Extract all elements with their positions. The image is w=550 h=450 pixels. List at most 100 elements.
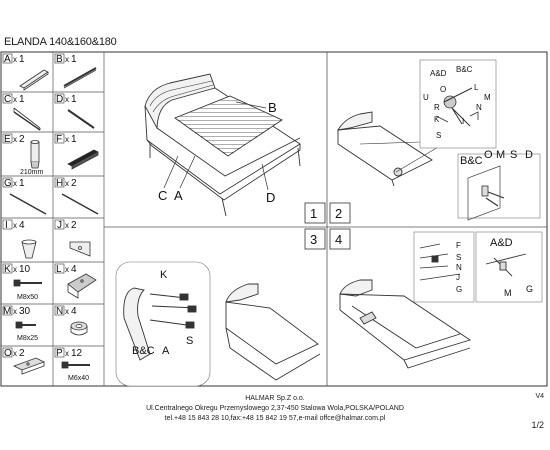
part-drawings: 210mm M8x50 M8x25 M6x40 xyxy=(9,67,99,382)
part-a-letter: A xyxy=(4,54,11,65)
label-s-2: S xyxy=(510,149,517,161)
part-f-drawing xyxy=(67,149,99,170)
label-m-2: M xyxy=(496,149,505,161)
label-m: M xyxy=(484,93,491,102)
svg-text:x: x xyxy=(13,135,17,144)
part-a-drawing xyxy=(19,69,49,91)
version-label: V4 xyxy=(535,393,544,400)
svg-text:x: x xyxy=(13,221,17,230)
label-o-2: O xyxy=(484,149,493,161)
svg-text:x: x xyxy=(65,135,69,144)
step-panel-dividers xyxy=(104,52,547,386)
label-k: K xyxy=(434,115,440,124)
part-d-letter: D xyxy=(56,94,63,105)
part-o-qty: 2 xyxy=(19,348,25,359)
label-j-4: J xyxy=(456,273,460,282)
company-name: HALMAR Sp.Z o.o. xyxy=(245,395,305,402)
part-b-qty: 1 xyxy=(71,54,77,65)
part-e-qty: 2 xyxy=(19,134,25,145)
step-numbers: 1 2 3 4 xyxy=(304,202,351,250)
label-s: S xyxy=(436,131,441,140)
part-o-letter: O xyxy=(4,348,12,359)
part-i-drawing xyxy=(21,239,37,259)
part-f-letter: F xyxy=(56,134,62,145)
svg-text:x: x xyxy=(13,307,17,316)
step-4-detail xyxy=(339,231,543,369)
part-c-drawing xyxy=(13,107,41,131)
part-m-letter: M xyxy=(3,306,11,317)
label-s-4: S xyxy=(456,253,461,262)
part-b-drawing xyxy=(63,67,97,89)
part-a-qty: 1 xyxy=(19,54,25,65)
step-2-bottom-detail xyxy=(457,153,541,221)
part-m-bolt-drawing xyxy=(15,321,36,329)
label-b-and-c-3: B&C xyxy=(132,345,155,357)
part-j-drawing xyxy=(69,241,91,257)
company-footer: HALMAR Sp.Z o.o. Ul.Centralnego Okregu P… xyxy=(0,394,550,424)
svg-text:x: x xyxy=(65,265,69,274)
step-2-bottom-labels: B&C O M S D xyxy=(460,149,533,167)
part-h-letter: H xyxy=(56,178,63,189)
callout-d: D xyxy=(266,190,275,205)
part-e-drawing xyxy=(30,140,40,169)
document-title: ELANDA 140&160&180 xyxy=(4,36,117,48)
label-a-and-d-4: A&D xyxy=(490,237,513,249)
step-3-number: 3 xyxy=(310,232,317,247)
company-address: Ul.Centralnego Okregu Przemyslowego 2,37… xyxy=(146,405,404,412)
part-k-bolt-drawing xyxy=(13,279,42,287)
label-s-3: S xyxy=(186,335,193,347)
part-c-letter: C xyxy=(4,94,11,105)
part-i-letter: I xyxy=(5,220,8,231)
part-l-drawing xyxy=(67,273,97,299)
sheet-border xyxy=(0,51,548,387)
part-d-drawing xyxy=(67,109,95,129)
label-m-4: M xyxy=(504,288,512,298)
step-4-labels: F S N J G A&D M G xyxy=(456,237,533,298)
company-contact: tel.+48 15 843 28 10,fax:+48 15 842 19 5… xyxy=(164,415,386,422)
label-a-3: A xyxy=(162,345,170,357)
label-l: L xyxy=(474,83,479,92)
label-a-and-d: A&D xyxy=(430,69,447,78)
label-n: N xyxy=(476,103,482,112)
svg-text:x: x xyxy=(13,95,17,104)
part-h-qty: 2 xyxy=(71,178,77,189)
step-4-number: 4 xyxy=(335,232,342,247)
step-1-callouts: B C A D xyxy=(158,100,277,205)
part-k-letter: K xyxy=(4,264,11,275)
svg-text:x: x xyxy=(65,307,69,316)
part-d-qty: 1 xyxy=(71,94,77,105)
step-1-number: 1 xyxy=(310,206,317,221)
m-bolt-size: M8x25 xyxy=(17,335,38,342)
part-b-letter: B xyxy=(56,54,63,65)
part-n-qty: 4 xyxy=(71,306,77,317)
callout-a: A xyxy=(174,188,183,203)
step-3-labels: K S B&C A xyxy=(132,269,193,357)
leg-height-note: 210mm xyxy=(20,169,44,176)
svg-text:x: x xyxy=(13,265,17,274)
label-i: I xyxy=(462,117,464,126)
callout-b: B xyxy=(268,100,277,115)
part-m-qty: 30 xyxy=(19,306,31,317)
part-e-letter: E xyxy=(4,134,11,145)
part-p-qty: 12 xyxy=(71,348,83,359)
svg-text:x: x xyxy=(13,179,17,188)
label-n-4: N xyxy=(456,263,462,272)
p-bolt-size: M6x40 xyxy=(68,375,89,382)
label-k-3: K xyxy=(160,269,168,281)
part-k-qty: 10 xyxy=(19,264,31,275)
part-f-qty: 1 xyxy=(71,134,77,145)
part-i-qty: 4 xyxy=(19,220,25,231)
part-n-letter: N xyxy=(56,306,63,317)
